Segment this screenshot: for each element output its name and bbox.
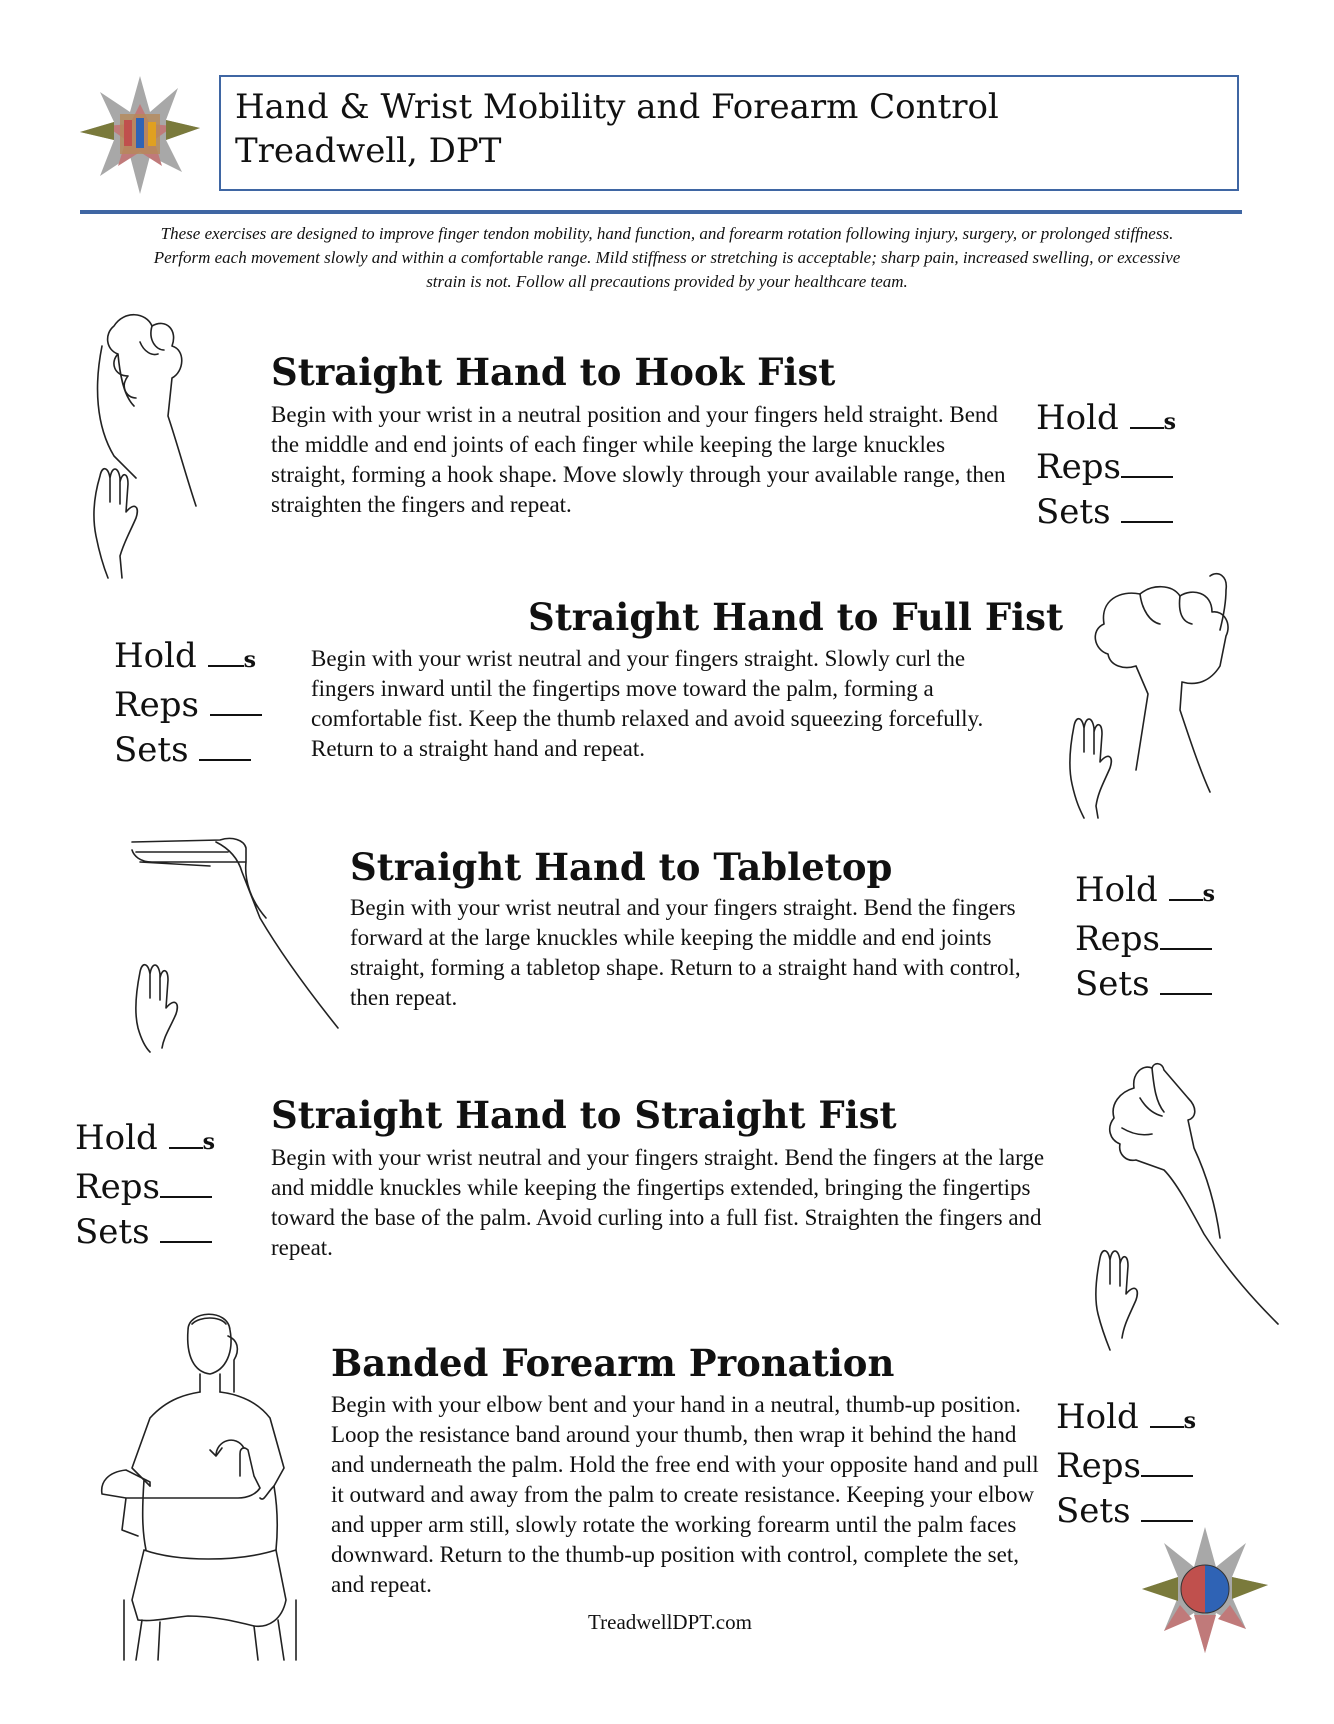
seconds-unit: s (1183, 1408, 1196, 1434)
reps-blank[interactable] (159, 1166, 212, 1198)
reps-label: Reps (75, 1167, 160, 1207)
exercise-3-title: Straight Hand to Tabletop (350, 845, 893, 889)
reps-field[interactable]: Reps (1056, 1444, 1196, 1489)
intro-text: These exercises are designed to improve … (153, 224, 1181, 291)
exercise-4-title: Straight Hand to Straight Fist (271, 1093, 897, 1137)
hold-blank[interactable] (1129, 397, 1164, 429)
exercise-1-title: Straight Hand to Hook Fist (271, 350, 836, 394)
exercise-4-dosage: Hold s Reps Sets (75, 1116, 215, 1255)
hold-field[interactable]: Hold s (1036, 396, 1176, 445)
exercise-2-description: Begin with your wrist neutral and your f… (311, 646, 984, 761)
sets-label: Sets (1056, 1491, 1131, 1531)
exercise-5-title: Banded Forearm Pronation (331, 1341, 895, 1385)
sets-field[interactable]: Sets (1036, 490, 1176, 535)
sets-label: Sets (114, 730, 189, 770)
exercise-1-description: Begin with your wrist in a neutral posit… (271, 402, 1006, 517)
hook-fist-illustration (93, 313, 197, 579)
forearm-pronation-illustration (100, 1313, 297, 1661)
exercise-1-dosage: Hold s Reps Sets (1036, 396, 1176, 535)
page-subtitle: Treadwell, DPT (235, 131, 502, 171)
hold-blank[interactable] (1168, 869, 1203, 901)
reps-field[interactable]: Reps (1075, 917, 1215, 962)
header-divider (80, 210, 1242, 214)
hold-field[interactable]: Hold s (75, 1116, 215, 1165)
hold-blank[interactable] (168, 1117, 203, 1149)
sets-blank[interactable] (1141, 1490, 1194, 1522)
exercise-5-dosage: Hold s Reps Sets (1056, 1395, 1196, 1534)
sets-blank[interactable] (1160, 963, 1213, 995)
reps-label: Reps (1036, 447, 1121, 487)
star-logo-icon (80, 76, 200, 194)
star-logo-icon (1142, 1527, 1268, 1653)
sets-field[interactable]: Sets (75, 1210, 215, 1255)
hold-field[interactable]: Hold s (1056, 1395, 1196, 1444)
exercise-2-dosage: Hold s Reps Sets (114, 634, 262, 773)
reps-field[interactable]: Reps (114, 683, 262, 728)
straight-fist-illustration (1095, 1062, 1279, 1351)
hold-label: Hold (1056, 1397, 1139, 1437)
seconds-unit: s (1202, 881, 1215, 907)
reps-blank[interactable] (1140, 1445, 1193, 1477)
sets-label: Sets (1036, 492, 1111, 532)
hold-label: Hold (1075, 870, 1158, 910)
exercise-3-dosage: Hold s Reps Sets (1075, 868, 1215, 1007)
exercise-2-title: Straight Hand to Full Fist (528, 595, 1064, 639)
reps-label: Reps (1075, 919, 1160, 959)
sets-field[interactable]: Sets (114, 728, 262, 773)
seconds-unit: s (202, 1129, 215, 1155)
hold-blank[interactable] (207, 635, 244, 667)
seconds-unit: s (243, 647, 256, 673)
exercise-4-description: Begin with your wrist neutral and your f… (271, 1145, 1045, 1260)
sets-label: Sets (75, 1212, 150, 1252)
hold-blank[interactable] (1149, 1396, 1184, 1428)
hold-field[interactable]: Hold s (1075, 868, 1215, 917)
hold-label: Hold (1036, 398, 1119, 438)
title-box: Hand & Wrist Mobility and Forearm Contro… (219, 75, 1239, 191)
reps-field[interactable]: Reps (1036, 445, 1176, 490)
sets-blank[interactable] (199, 729, 252, 761)
seconds-unit: s (1163, 409, 1176, 435)
page-title: Hand & Wrist Mobility and Forearm Contro… (235, 87, 999, 127)
tabletop-illustration (131, 837, 339, 1053)
reps-label: Reps (114, 685, 199, 725)
hold-label: Hold (75, 1118, 158, 1158)
sets-blank[interactable] (1121, 491, 1174, 523)
sets-field[interactable]: Sets (1075, 962, 1215, 1007)
sets-blank[interactable] (160, 1211, 213, 1243)
exercise-3-description: Begin with your wrist neutral and your f… (350, 895, 1021, 1010)
reps-label: Reps (1056, 1446, 1141, 1486)
hold-label: Hold (114, 636, 197, 676)
sets-field[interactable]: Sets (1056, 1489, 1196, 1534)
reps-blank[interactable] (1120, 446, 1173, 478)
reps-blank[interactable] (209, 684, 262, 716)
exercise-5-description: Begin with your elbow bent and your hand… (331, 1392, 1039, 1597)
sets-label: Sets (1075, 964, 1150, 1004)
full-fist-illustration (1069, 572, 1229, 819)
footer-link[interactable]: TreadwellDPT.com (588, 1610, 752, 1634)
reps-field[interactable]: Reps (75, 1165, 215, 1210)
hold-field[interactable]: Hold s (114, 634, 262, 683)
reps-blank[interactable] (1159, 918, 1212, 950)
